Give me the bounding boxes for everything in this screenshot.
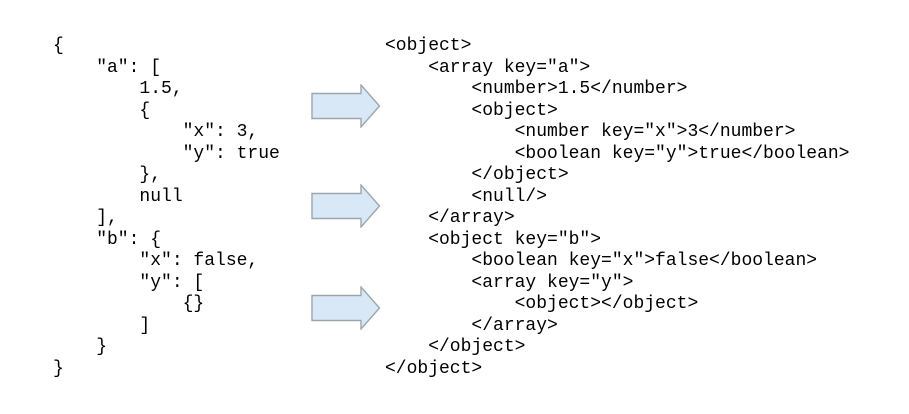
json-source-code: { "a": [ 1.5, { "x": 3, "y": true }, nul… bbox=[53, 36, 280, 379]
right-arrow-icon bbox=[311, 286, 381, 330]
xml-output-code: <object> <array key="a"> <number>1.5</nu… bbox=[385, 36, 850, 379]
right-arrow-icon bbox=[311, 184, 381, 228]
right-arrow-icon bbox=[311, 84, 381, 128]
